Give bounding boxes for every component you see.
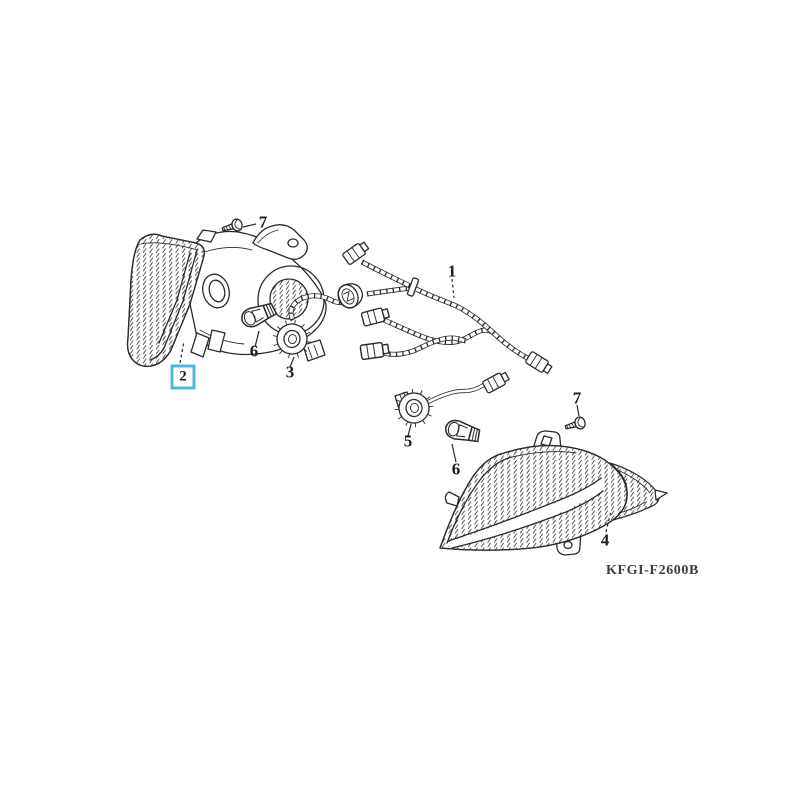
- sub-harness-art: [392, 369, 511, 430]
- bulb-socket-right-art: [392, 386, 436, 430]
- part-label-4[interactable]: 4: [600, 530, 610, 550]
- diagram-code: KFGI-F2600B: [606, 563, 699, 578]
- part-label-2[interactable]: 2: [170, 364, 196, 390]
- right-lamp-assembly-art: [439, 430, 668, 556]
- part-label-7-left[interactable]: 7: [258, 212, 268, 232]
- part-label-3[interactable]: 3: [285, 362, 295, 382]
- leader-lines: [179, 223, 612, 533]
- left-lamp-assembly-art: [126, 224, 327, 367]
- part-label-6-left[interactable]: 6: [249, 341, 259, 361]
- wire-harness-art: [291, 239, 554, 377]
- part-label-1[interactable]: 1: [447, 261, 457, 281]
- part-label-7-right[interactable]: 7: [572, 388, 582, 408]
- screw-right-art: [563, 415, 588, 434]
- part-label-6-right[interactable]: 6: [451, 459, 461, 479]
- bulb-socket-left-art: [269, 316, 326, 362]
- part-label-5[interactable]: 5: [403, 431, 413, 451]
- bulb-right-art: [442, 417, 483, 446]
